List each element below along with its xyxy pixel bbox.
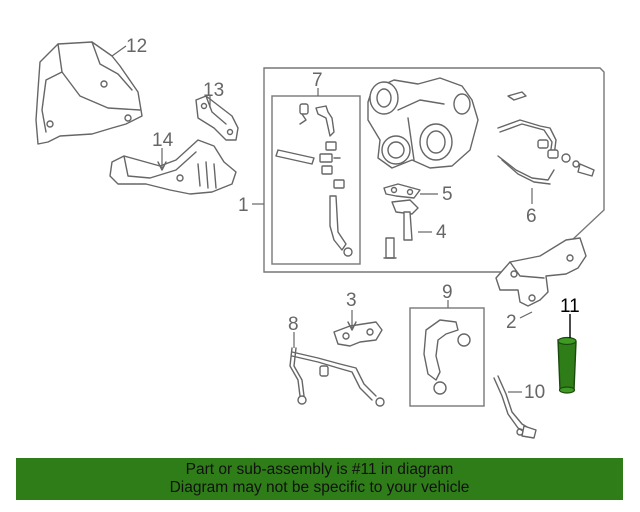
callout-9: 9 bbox=[442, 282, 453, 303]
turbocharger[interactable] bbox=[367, 77, 479, 169]
part-7-hoses-fittings[interactable] bbox=[275, 103, 353, 257]
part-10-pipe[interactable] bbox=[493, 375, 537, 439]
part-12-heat-shield[interactable] bbox=[35, 41, 143, 145]
callout-6: 6 bbox=[526, 206, 537, 227]
part-14-heat-shield[interactable] bbox=[109, 139, 237, 195]
callout-7: 7 bbox=[312, 70, 323, 91]
callout-14: 14 bbox=[152, 130, 174, 151]
part-6-oil-lines[interactable] bbox=[497, 91, 595, 185]
callout-4: 4 bbox=[436, 222, 447, 243]
part-2-bracket[interactable] bbox=[495, 237, 587, 307]
callout-1: 1 bbox=[238, 195, 249, 216]
part-13-bracket[interactable] bbox=[195, 95, 239, 141]
callout-2: 2 bbox=[506, 312, 517, 333]
part-7-group-box bbox=[271, 95, 361, 265]
part-9-hose[interactable] bbox=[423, 319, 471, 395]
part-3-bracket[interactable] bbox=[333, 321, 383, 347]
callout-8: 8 bbox=[288, 314, 299, 335]
banner-line-2: Diagram may not be specific to your vehi… bbox=[169, 479, 470, 496]
part-5-gasket[interactable] bbox=[383, 183, 421, 199]
callout-13: 13 bbox=[203, 80, 224, 101]
callout-12: 12 bbox=[126, 36, 147, 57]
part-info-banner: Part or sub-assembly is #11 in diagram D… bbox=[16, 458, 623, 500]
banner-line-1: Part or sub-assembly is #11 in diagram bbox=[185, 461, 454, 478]
part-4-pipe[interactable] bbox=[383, 199, 419, 259]
assembly-outline bbox=[263, 67, 605, 273]
callout-11: 11 bbox=[560, 296, 580, 317]
part-11-hose-highlighted[interactable] bbox=[557, 336, 577, 394]
part-8-pipe[interactable] bbox=[289, 347, 385, 407]
part-9-group-box bbox=[409, 307, 485, 407]
callout-3: 3 bbox=[346, 290, 357, 311]
callout-10: 10 bbox=[524, 382, 545, 403]
callout-5: 5 bbox=[442, 184, 453, 205]
